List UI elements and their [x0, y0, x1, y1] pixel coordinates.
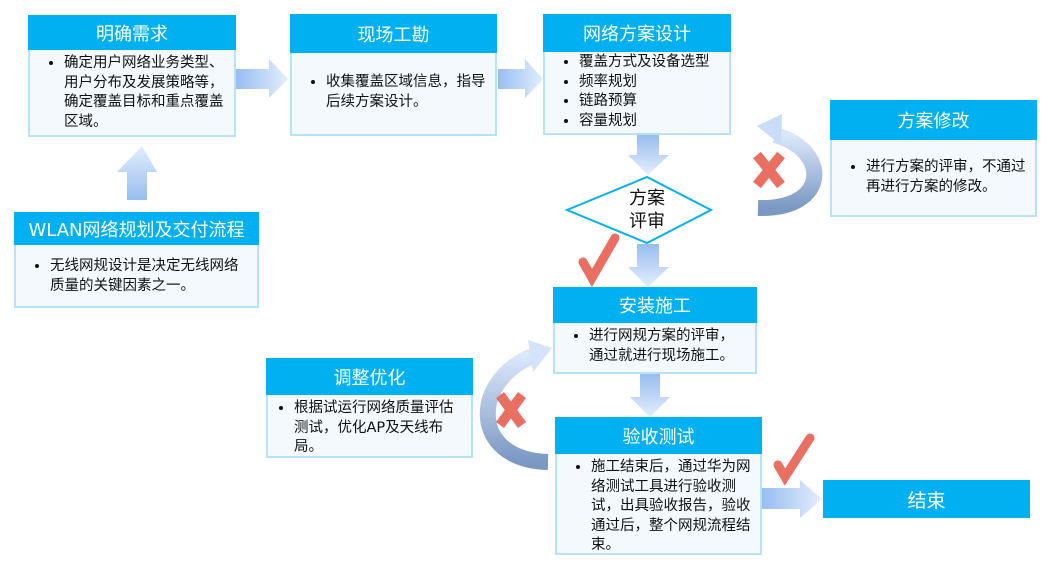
box-item: 链路预算 — [579, 92, 721, 112]
box-item: 确定用户网络业务类型、用户分布及发展策略等，确定覆盖目标和重点覆盖区域。 — [64, 54, 226, 132]
arrow-down-1 — [628, 135, 669, 175]
box-title: 调整优化 — [266, 358, 473, 395]
box-optimize: 调整优化 根据试运行网络质量评估测试，优化AP及天线布局。 — [266, 358, 473, 458]
arrow-up — [117, 146, 157, 200]
decision-label: 方案 评审 — [607, 187, 687, 233]
box-title: 网络方案设计 — [543, 14, 731, 52]
curved-arrow-head — [757, 114, 782, 145]
arrow-down-2 — [628, 244, 669, 287]
check-icon — [578, 233, 620, 288]
cross-icon — [753, 151, 785, 189]
box-item: 施工结束后，通过华为网络测试工具进行验收测试，出具验收报告，验收通过后，整个网规… — [591, 458, 752, 556]
curved-arrow-head — [528, 340, 552, 372]
box-design: 网络方案设计 覆盖方式及设备选型 频率规划 链路预算 容量规划 — [543, 14, 731, 135]
end-box: 结束 — [823, 480, 1030, 518]
box-item: 收集覆盖区域信息，指导后续方案设计。 — [326, 73, 487, 112]
cross-icon — [495, 392, 527, 428]
box-title: WLAN网络规划及交付流程 — [14, 212, 259, 245]
decision-line: 方案 — [629, 188, 665, 209]
box-item: 覆盖方式及设备选型 — [579, 53, 721, 73]
box-revise: 方案修改 进行方案的评审，不通过再进行方案的修改。 — [830, 100, 1037, 217]
arrow-down-3 — [630, 374, 670, 417]
box-item: 进行方案的评审，不通过再进行方案的修改。 — [866, 158, 1027, 197]
box-title: 现场工勘 — [290, 14, 497, 53]
curved-arrow-optimize — [479, 347, 549, 470]
curved-arrow-revise — [757, 127, 823, 217]
box-survey: 现场工勘 收集覆盖区域信息，指导后续方案设计。 — [290, 14, 497, 136]
arrow-right-2 — [498, 59, 543, 98]
box-item: 无线网规设计是决定无线网络质量的关键因素之一。 — [50, 257, 249, 296]
box-item: 容量规划 — [579, 112, 721, 132]
box-title: 方案修改 — [830, 100, 1037, 140]
box-title: 安装施工 — [553, 287, 757, 323]
box-item: 根据试运行网络质量评估测试，优化AP及天线布局。 — [294, 399, 463, 458]
box-item: 频率规划 — [579, 73, 721, 93]
check-icon — [773, 433, 815, 486]
decision-diamond — [564, 175, 714, 245]
box-item: 进行网规方案的评审，通过就进行现场施工。 — [589, 327, 747, 366]
box-title: 明确需求 — [28, 15, 236, 50]
box-title: 验收测试 — [555, 417, 762, 454]
decision-line: 评审 — [629, 211, 665, 232]
box-requirements: 明确需求 确定用户网络业务类型、用户分布及发展策略等，确定覆盖目标和重点覆盖区域… — [28, 15, 236, 137]
box-wlan: WLAN网络规划及交付流程 无线网规设计是决定无线网络质量的关键因素之一。 — [14, 212, 259, 308]
box-acceptance: 验收测试 施工结束后，通过华为网络测试工具进行验收测试，出具验收报告，验收通过后… — [555, 417, 762, 555]
box-install: 安装施工 进行网规方案的评审，通过就进行现场施工。 — [553, 287, 757, 374]
arrow-right-1 — [236, 59, 288, 98]
arrow-right-end — [762, 480, 822, 518]
